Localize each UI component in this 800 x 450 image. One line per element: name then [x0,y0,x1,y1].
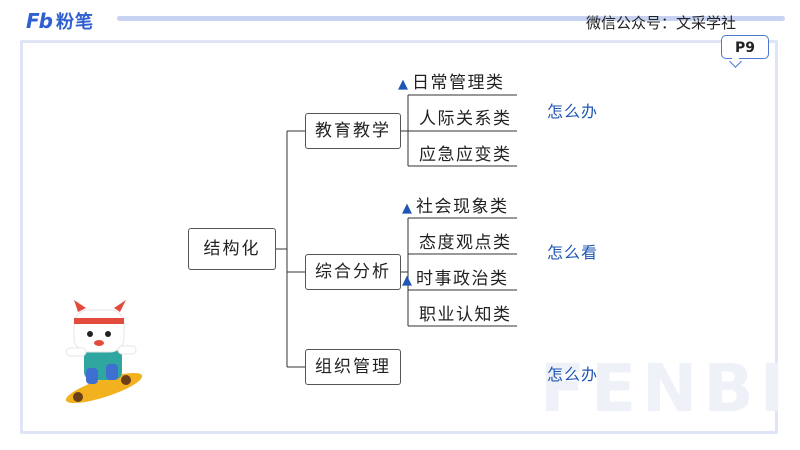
wheel [121,375,131,385]
mascot-eye [87,331,93,337]
triangle-marker-icon: ▲ [398,77,408,92]
leaf-item: 应急应变类 [419,140,512,165]
branch-label: 教育教学 [315,121,391,141]
triangle-marker-icon: ▲ [402,273,412,288]
mascot-arm [117,345,137,355]
leaf-label: 社会现象类 [416,197,509,217]
leaf-item: 人际关系类 [419,104,512,129]
branch-label: 组织管理 [315,357,391,377]
mascot-eye [105,331,111,337]
watermark: FENBI [540,350,791,427]
branch-node-analysis: 综合分析 [305,254,401,290]
logo-text: 粉笔 [55,12,94,33]
mascot-headband [74,318,124,324]
branch-node-organization: 组织管理 [305,349,401,385]
wechat-account: 微信公众号：文采学社 [586,14,737,32]
leaf-label: 职业认知类 [419,305,512,325]
mascot-leg [86,368,98,384]
slide-frame [20,40,778,434]
logo-mark: Fb [26,9,53,33]
page-number-badge: P9 [721,35,769,59]
root-node: 结构化 [188,228,276,270]
leaf-item: ▲ 日常管理类 [398,68,505,93]
action-label-education: 怎么办 [547,102,599,121]
triangle-marker-icon: ▲ [402,201,412,216]
leaf-label: 态度观点类 [419,233,512,253]
branch-node-education: 教育教学 [305,113,401,149]
leaf-item: ▲ 社会现象类 [402,192,509,217]
action-label-analysis: 怎么看 [547,243,599,262]
root-label: 结构化 [203,239,261,259]
leaf-label: 日常管理类 [412,73,505,93]
mascot-ear [74,300,86,312]
mascot-arm [65,347,87,357]
leaf-label: 时事政治类 [416,269,509,289]
skateboard-mascot-icon [65,300,143,404]
header-bar [117,16,785,21]
leaf-item: 职业认知类 [419,300,512,325]
leaf-label: 人际关系类 [419,109,512,129]
leaf-label: 应急应变类 [419,145,512,165]
branch-label: 综合分析 [315,262,391,282]
leaf-item: ▲ 时事政治类 [402,264,509,289]
mascot-leg [106,364,118,380]
mascot-mouth [94,340,104,346]
action-label-organization: 怎么办 [547,365,599,384]
mascot-ear [114,300,126,312]
brand-logo: Fb 粉笔 [26,8,94,34]
leaf-item: 态度观点类 [419,228,512,253]
wheel [73,392,83,402]
